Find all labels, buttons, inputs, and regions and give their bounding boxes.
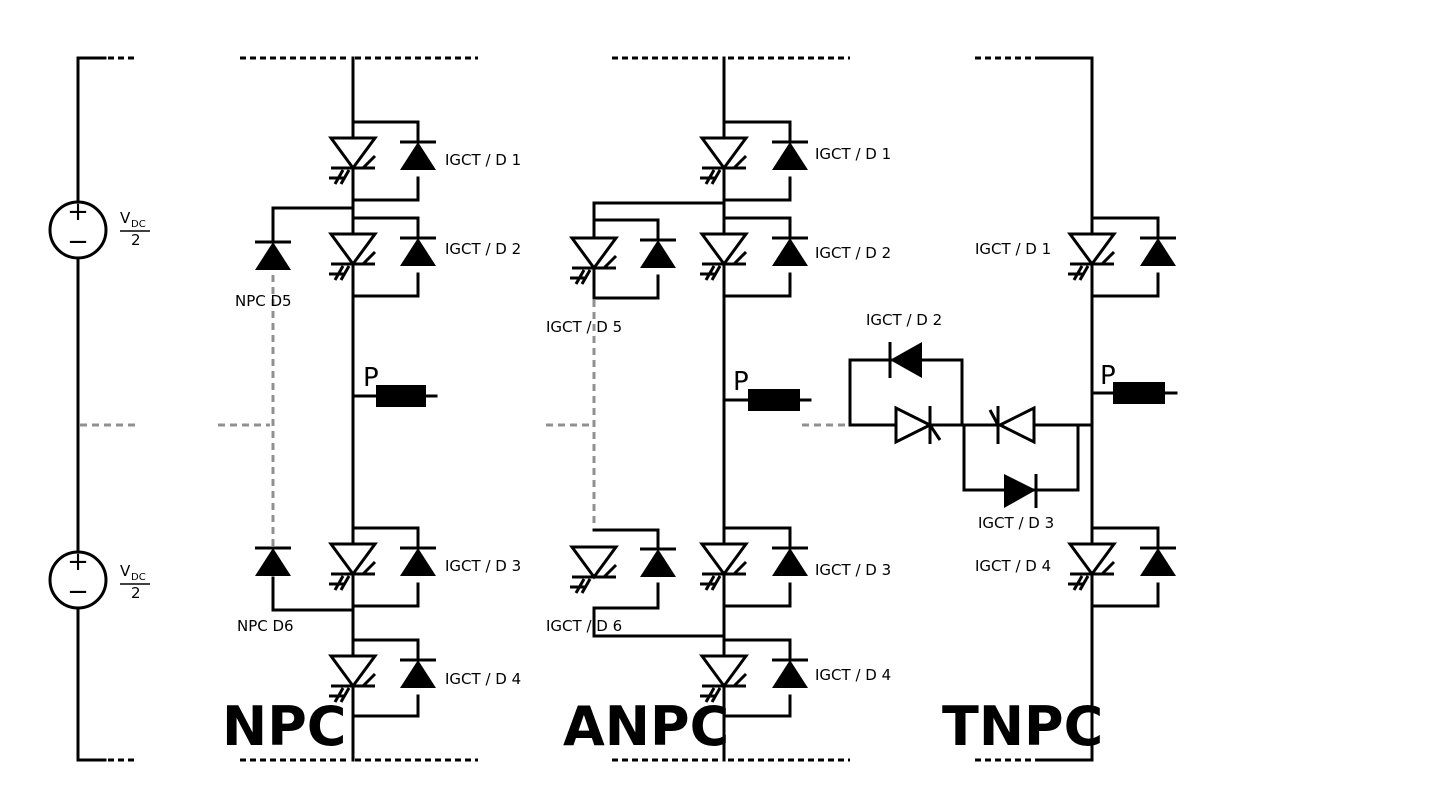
- anpc-output-label: P: [733, 367, 749, 397]
- anpc-leg: P IGCT / D 1 IGCT / D 2 IGCT / D 3 IGCT …: [546, 56, 891, 762]
- anpc-d6-label: IGCT / D 6: [546, 617, 622, 635]
- minus-sign: −: [67, 227, 89, 257]
- npc-d1-label: IGCT / D 1: [445, 151, 521, 169]
- svg-text:V: V: [120, 562, 131, 580]
- dc-source: + − + − V DC 2 V DC 2: [48, 56, 150, 762]
- npc-leg: P IGCT / D 1 IGCT / D 2 IGCT / D 3 IGCT …: [218, 56, 521, 762]
- tnpc-title: TNPC: [942, 695, 1103, 758]
- svg-text:2: 2: [131, 231, 141, 249]
- vdc-label-upper: V DC 2: [120, 209, 150, 249]
- npc-d2-label: IGCT / D 2: [445, 240, 521, 258]
- npc-d5-label: NPC D5: [235, 292, 292, 310]
- npc-output-label: P: [363, 363, 379, 393]
- tnpc-d2-label: IGCT / D 2: [866, 311, 942, 329]
- lower-voltage-source: [48, 550, 108, 610]
- anpc-d4-label: IGCT / D 4: [815, 666, 891, 684]
- anpc-d5-label: IGCT / D 5: [546, 318, 622, 336]
- svg-text:DC: DC: [131, 219, 146, 230]
- svg-text:DC: DC: [131, 572, 146, 583]
- svg-text:2: 2: [131, 584, 141, 602]
- svg-text:V: V: [120, 209, 131, 227]
- anpc-d3-label: IGCT / D 3: [815, 561, 891, 579]
- npc-title: NPC: [222, 695, 346, 758]
- plus-sign: +: [67, 547, 89, 577]
- upper-voltage-source: [48, 200, 108, 260]
- tnpc-leg: P IGCT / D 1 IGCT / D 2 IGCT / D 3 IGCT …: [848, 56, 1178, 762]
- anpc-d2-label: IGCT / D 2: [815, 244, 891, 262]
- plus-sign: +: [67, 197, 89, 227]
- vdc-label-lower: V DC 2: [120, 562, 150, 602]
- anpc-title: ANPC: [563, 695, 729, 758]
- npc-d6-label: NPC D6: [237, 617, 294, 635]
- tnpc-d1-label: IGCT / D 1: [975, 240, 1051, 258]
- npc-d4-label: IGCT / D 4: [445, 670, 521, 688]
- anpc-d1-label: IGCT / D 1: [815, 145, 891, 163]
- tnpc-d3-label: IGCT / D 3: [978, 514, 1054, 532]
- npc-d3-label: IGCT / D 3: [445, 557, 521, 575]
- tnpc-output-label: P: [1100, 361, 1116, 391]
- tnpc-d4-label: IGCT / D 4: [975, 557, 1051, 575]
- minus-sign: −: [67, 577, 89, 607]
